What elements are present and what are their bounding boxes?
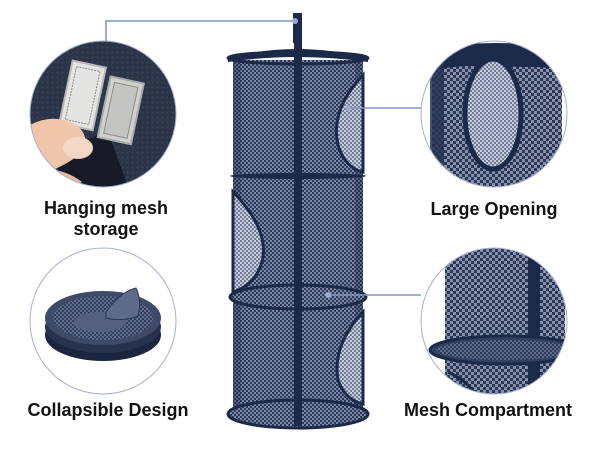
- callout-lines: [105, 20, 421, 296]
- folded-strap: [105, 287, 141, 321]
- detail-opening-image: [421, 41, 567, 187]
- detail-circle-hanging: [29, 40, 177, 188]
- label-hanging-line-1: Hanging mesh: [43, 198, 168, 218]
- label-hanging: Hanging mesh storage: [18, 198, 194, 240]
- product-mesh-organizer: [226, 13, 370, 430]
- detail-compartment-image: [421, 248, 567, 394]
- callout-dot-hanging: [292, 18, 298, 24]
- opening-tier-2: [231, 188, 265, 295]
- large-opening-oval: [462, 56, 524, 172]
- label-opening: Large Opening: [402, 199, 586, 220]
- compartment-strap: [528, 248, 540, 394]
- callout-hanging: [105, 20, 295, 42]
- opening-tier-3: [335, 308, 365, 406]
- label-collapsible-text: Collapsible Design: [27, 400, 189, 420]
- opening-tier-1: [334, 71, 365, 174]
- label-compartment: Mesh Compartment: [390, 400, 586, 421]
- hanging-strap: [293, 13, 302, 43]
- label-collapsible: Collapsible Design: [10, 400, 206, 421]
- detail-circle-collapsible: [29, 247, 177, 395]
- callout-dot-compartment: [325, 292, 331, 298]
- center-strap: [294, 40, 302, 426]
- detail-circle-opening: [420, 40, 568, 188]
- detail-circle-compartment: [420, 247, 568, 395]
- label-compartment-text: Mesh Compartment: [403, 400, 573, 420]
- label-opening-text: Large Opening: [430, 199, 558, 219]
- detail-hanging-image: [30, 41, 176, 187]
- callout-dot-opening: [345, 105, 351, 111]
- detail-collapsible-image: [30, 248, 176, 394]
- label-hanging-line-2: storage: [73, 219, 139, 239]
